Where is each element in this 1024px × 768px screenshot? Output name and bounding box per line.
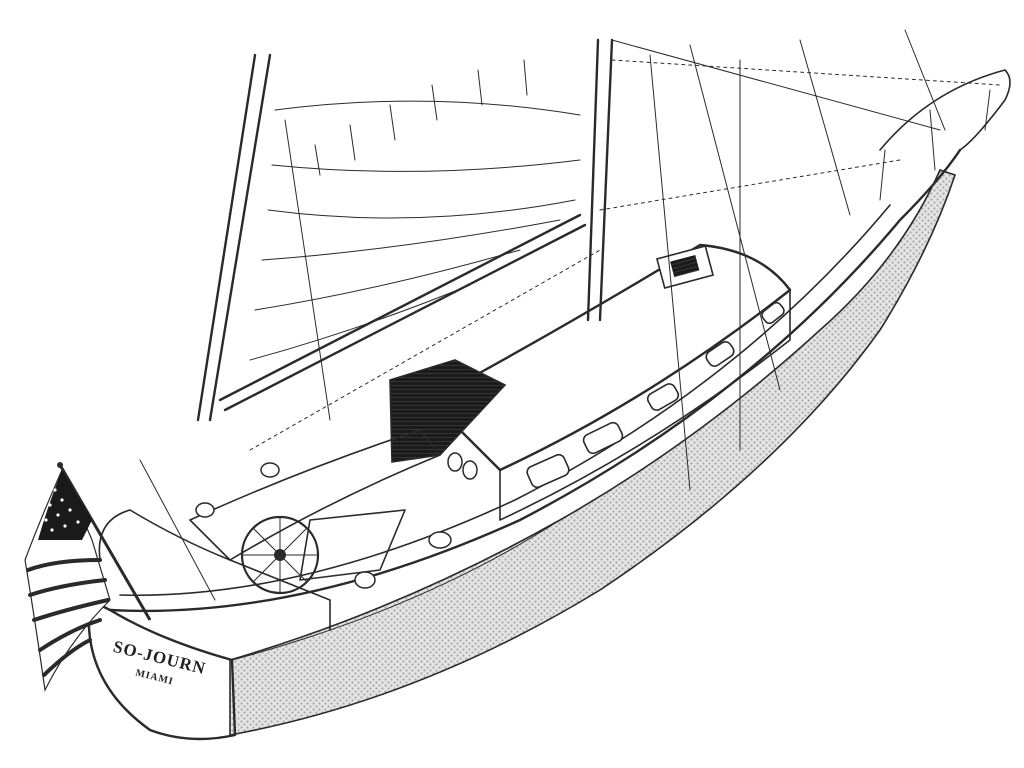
flag-staff [58, 464, 152, 621]
companionway-hatch [389, 359, 507, 463]
main-boom [218, 213, 587, 412]
transom [87, 598, 237, 741]
portlights [526, 301, 785, 489]
sail [249, 100, 581, 361]
rigging [139, 29, 946, 601]
cockpit [189, 429, 441, 561]
telltales [314, 59, 528, 176]
main-mast [586, 38, 614, 322]
sheer-line [108, 148, 962, 613]
american-flag [24, 468, 111, 692]
winches [195, 452, 478, 589]
hull-topsides [229, 169, 957, 736]
cabin-house [428, 243, 792, 472]
bow-pulpit [879, 69, 1011, 151]
mizzen-mast [196, 53, 272, 422]
helm-wheel [240, 515, 320, 595]
